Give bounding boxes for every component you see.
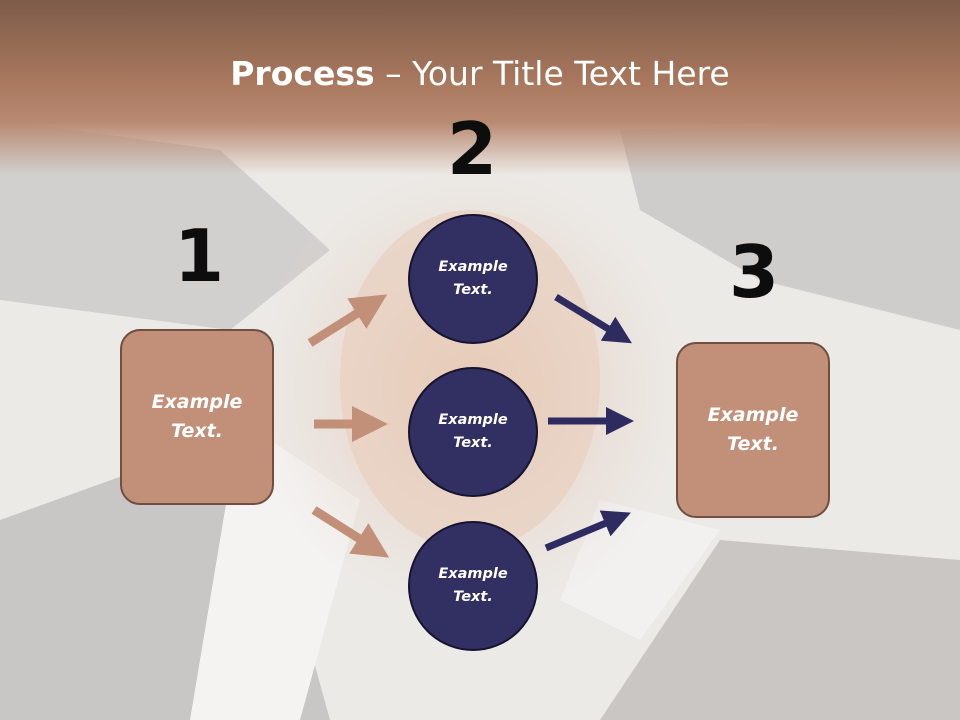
left-box-text: Example Text. xyxy=(151,391,243,442)
right-box-text: Example Text. xyxy=(707,404,799,455)
circle-step-1[interactable]: Example Text. xyxy=(408,214,538,344)
step-number-3: 3 xyxy=(728,230,780,314)
step-number-1: 1 xyxy=(173,214,225,298)
circle-step-2[interactable]: Example Text. xyxy=(408,367,538,497)
arrow-left-to-circle-1 xyxy=(307,294,388,347)
arrow-left-to-circle-3 xyxy=(311,506,390,558)
arrow-circle-1-to-right xyxy=(554,294,632,344)
right-step-box[interactable]: Example Text. xyxy=(676,342,830,518)
circle-1-text: Example Text. xyxy=(438,259,508,298)
arrow-circle-3-to-right xyxy=(544,510,631,552)
step-number-2: 2 xyxy=(446,107,498,191)
title-banner xyxy=(0,0,960,175)
title-rest: – Your Title Text Here xyxy=(374,54,730,93)
circle-3-text: Example Text. xyxy=(438,566,508,605)
slide-title: Process – Your Title Text Here xyxy=(0,52,960,96)
circle-2-text: Example Text. xyxy=(438,412,508,451)
left-step-box[interactable]: Example Text. xyxy=(120,329,274,505)
title-bold: Process xyxy=(230,54,375,93)
circle-step-3[interactable]: Example Text. xyxy=(408,521,538,651)
